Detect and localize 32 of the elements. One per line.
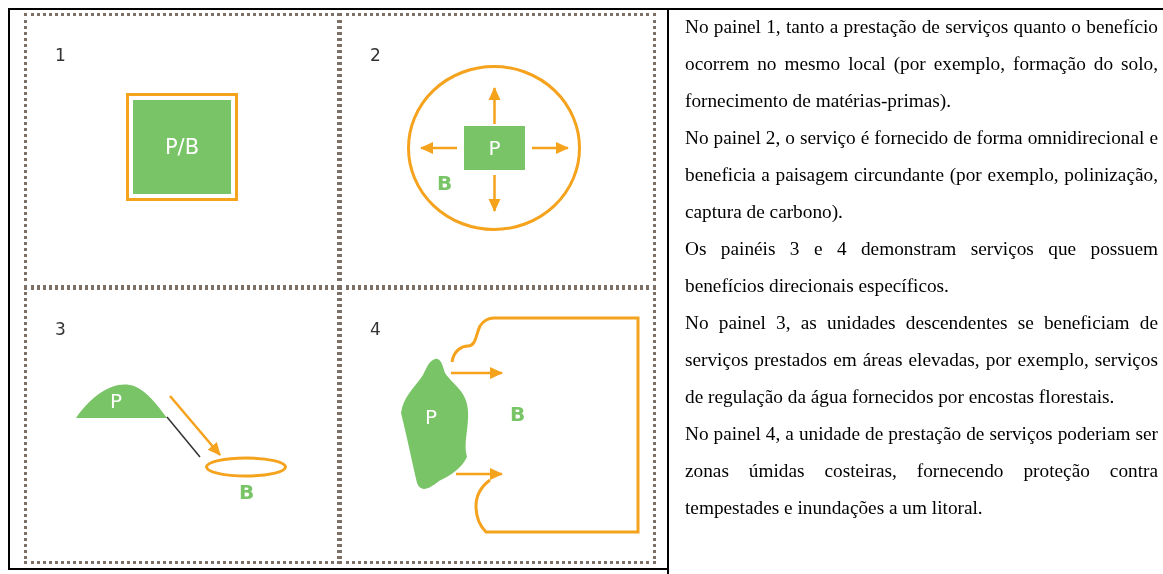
node-label: P (425, 407, 438, 427)
benefit-circle (407, 65, 581, 231)
node-label: P/B (164, 135, 200, 159)
node-label: B (437, 173, 453, 193)
dotted-panel (24, 287, 340, 564)
framed-square (126, 93, 238, 201)
arrow (488, 87, 501, 124)
node-label: P (110, 391, 123, 411)
panel-number: 2 (370, 47, 381, 64)
description-paragraph: No painel 2, o serviço é fornecido de forma omnidirecional e beneficia a paisagem circundante (por exemplo, polinização, captura de carbono). (685, 126, 1158, 224)
node-label: B (239, 482, 255, 502)
hill-shape (76, 384, 167, 418)
dotted-panel (339, 13, 656, 288)
description-paragraph: No painel 1, tanto a prestação de serviços quanto o benefício ocorrem no mesmo local (por exemplo, formação do solo, fornecimento de matérias-primas). (685, 15, 1158, 113)
description-paragraph: No painel 4, a unidade de prestação de serviços poderiam ser zonas úmidas costeiras, fornecendo proteção contra tempestades e inundações a um litoral. (685, 422, 1158, 520)
dotted-panel (339, 287, 656, 564)
description-paragraph: No painel 3, as unidades descendentes se beneficiam de serviços prestados em áreas elevadas, por exemplo, serviços de regulação da água fornecidos por encostas florestais. (685, 311, 1158, 409)
panel-number: 4 (370, 321, 381, 338)
panel-number: 1 (55, 47, 66, 64)
arrow (451, 367, 503, 379)
node-label: P (488, 136, 501, 160)
node-label: B (510, 404, 526, 424)
arrow (532, 142, 569, 154)
provider-rect (464, 126, 525, 170)
arrow (488, 175, 501, 212)
description-paragraph: Os painéis 3 e 4 demonstram serviços que possuem benefícios direcionais específicos. (685, 237, 1158, 298)
arrow (169, 395, 221, 456)
wetland-shape (401, 357, 469, 491)
panel-number: 3 (55, 321, 66, 338)
dotted-panel (24, 13, 340, 288)
arrow (456, 468, 503, 480)
arrow (420, 142, 457, 154)
